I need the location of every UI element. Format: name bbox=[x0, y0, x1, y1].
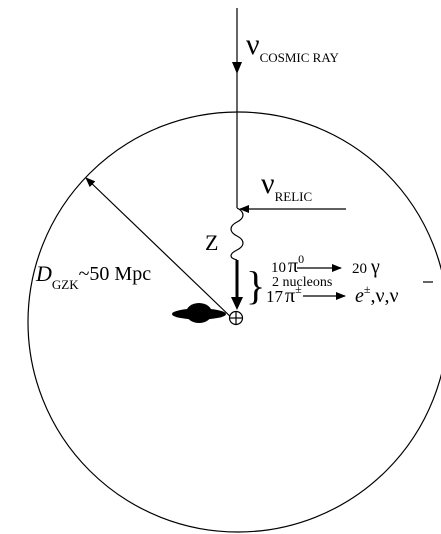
nucleons-label: 2 nucleons bbox=[272, 275, 332, 290]
gzk-sphere-circle bbox=[27, 111, 441, 533]
relic-neutrino-label: νRELIC bbox=[261, 167, 312, 204]
gzk-distance-label: DGZK~50 Mpc bbox=[35, 261, 151, 292]
cosmic-ray-neutrino-label: νCOSMIC RAY bbox=[246, 28, 340, 65]
cosmic-ray-arrowhead bbox=[232, 62, 242, 74]
z-boson-label: Z bbox=[205, 230, 218, 255]
radius-arrow bbox=[85, 177, 236, 322]
lepton-products-label: e±,ν,ν bbox=[355, 282, 399, 307]
galaxy-icon bbox=[172, 303, 226, 323]
nubar-label: ν bbox=[390, 285, 399, 307]
z-boson-wiggle bbox=[230, 207, 244, 261]
decay-brace: } bbox=[246, 263, 265, 308]
z-decay-arrowhead bbox=[231, 297, 243, 310]
